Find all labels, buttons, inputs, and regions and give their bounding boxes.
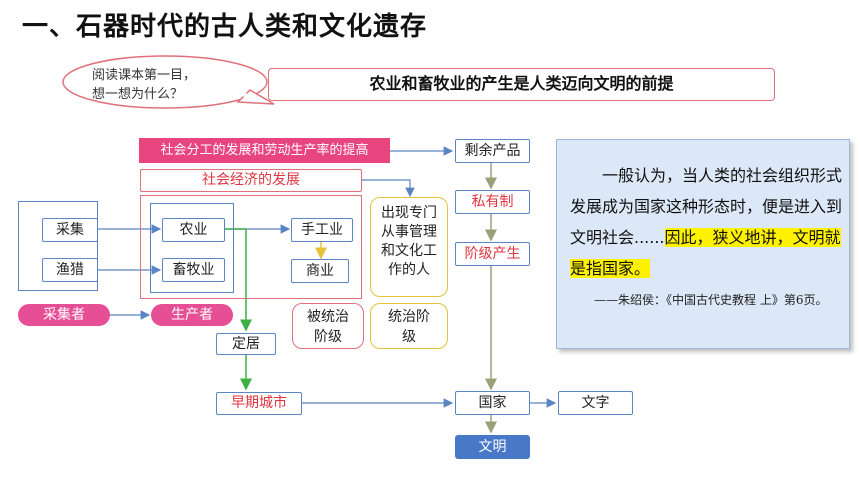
specialists-box: 出现专门从事管理和文化工作的人 [370,197,448,297]
thought-bubble [62,55,275,109]
husbandry-box: 畜牧业 [162,258,225,282]
economy-box: 社会经济的发展 [140,169,362,192]
class-emergence-box: 阶级产生 [455,242,530,266]
thought-text: 阅读课本第一目， 想一想为什么？ [92,66,262,104]
producers-pill: 生产者 [151,304,233,326]
production-group-frame [150,203,234,293]
ruled-class-box: 被统治阶级 [292,303,364,349]
civilization-box: 文明 [455,435,530,459]
private-property-box: 私有制 [455,190,530,214]
division-of-labor-box: 社会分工的发展和劳动生产率的提高 [139,138,390,163]
gathering-group-frame [18,201,98,291]
thought-line-2: 想一想为什么？ [92,87,184,102]
quote-source: ——朱绍侯：《中国古代史教程 上》第6页。 [594,293,828,307]
quote-text: 一般认为，当人类的社会组织形式发展成为国家这种形态时，便是进入到文明社会....… [570,160,842,284]
gatherers-pill: 采集者 [18,304,110,326]
headline-box: 农业和畜牧业的产生是人类迈向文明的前提 [268,68,775,101]
thought-line-1: 阅读课本第一目， [92,68,197,83]
commerce-box: 商业 [291,259,349,283]
page-title: 一、石器时代的古人类和文化遗存 [22,12,428,42]
agriculture-box: 农业 [162,218,225,242]
economy-group-frame [140,195,362,299]
early-city-box: 早期城市 [216,392,302,415]
state-box: 国家 [455,391,530,415]
fishing-hunting-box: 渔猎 [42,258,98,282]
writing-box: 文字 [558,391,633,415]
surplus-box: 剩余产品 [455,139,530,163]
quote-main: 一般认为，当人类的社会组织形式发展成为国家这种形态时，便是进入到文明社会....… [570,166,843,247]
gathering-box: 采集 [42,218,98,242]
handicraft-box: 手工业 [291,218,353,242]
settlement-box: 定居 [216,333,276,355]
ruling-class-box: 统治阶级 [370,303,448,349]
